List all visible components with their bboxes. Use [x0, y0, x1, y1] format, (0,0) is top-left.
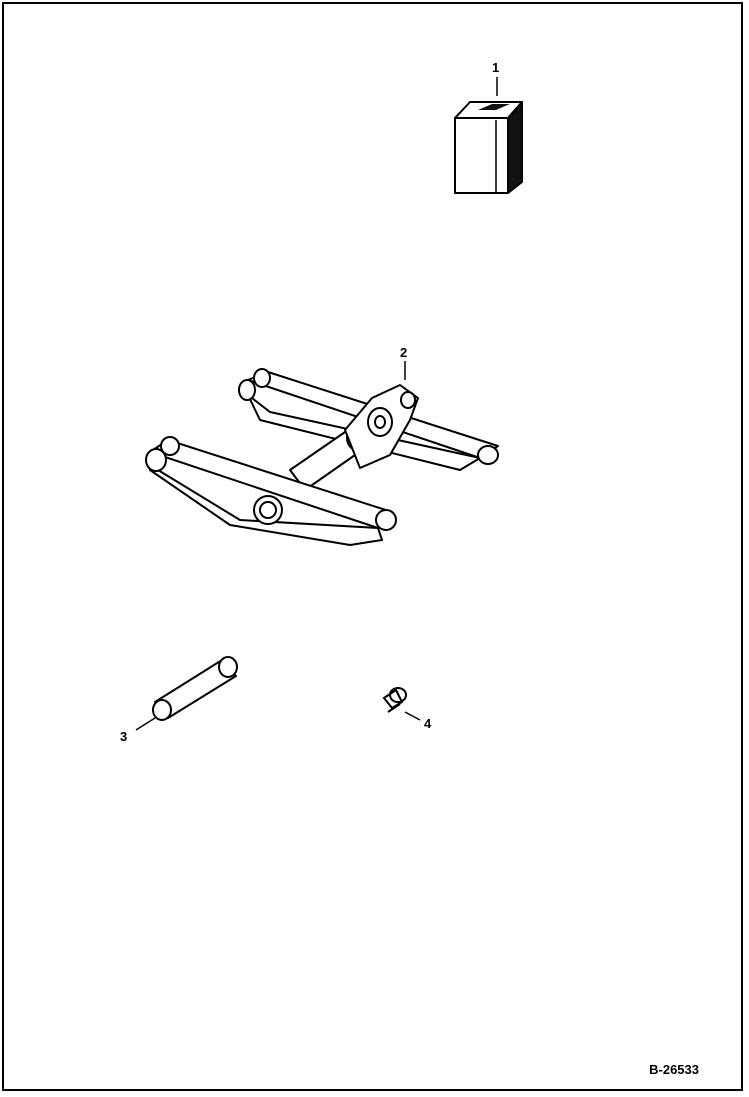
figure-reference: B-26533 — [649, 1062, 699, 1077]
callout-2: 2 — [400, 345, 407, 360]
callout-3: 3 — [120, 729, 127, 744]
callout-1: 1 — [492, 60, 499, 75]
part-3-pin — [152, 656, 238, 721]
part-1-box — [454, 101, 523, 194]
leader-line-4 — [404, 711, 421, 721]
part-2-yoke — [145, 368, 499, 546]
leader-line-3 — [135, 717, 156, 731]
part-4-clip — [382, 687, 407, 713]
callout-4: 4 — [424, 716, 432, 731]
